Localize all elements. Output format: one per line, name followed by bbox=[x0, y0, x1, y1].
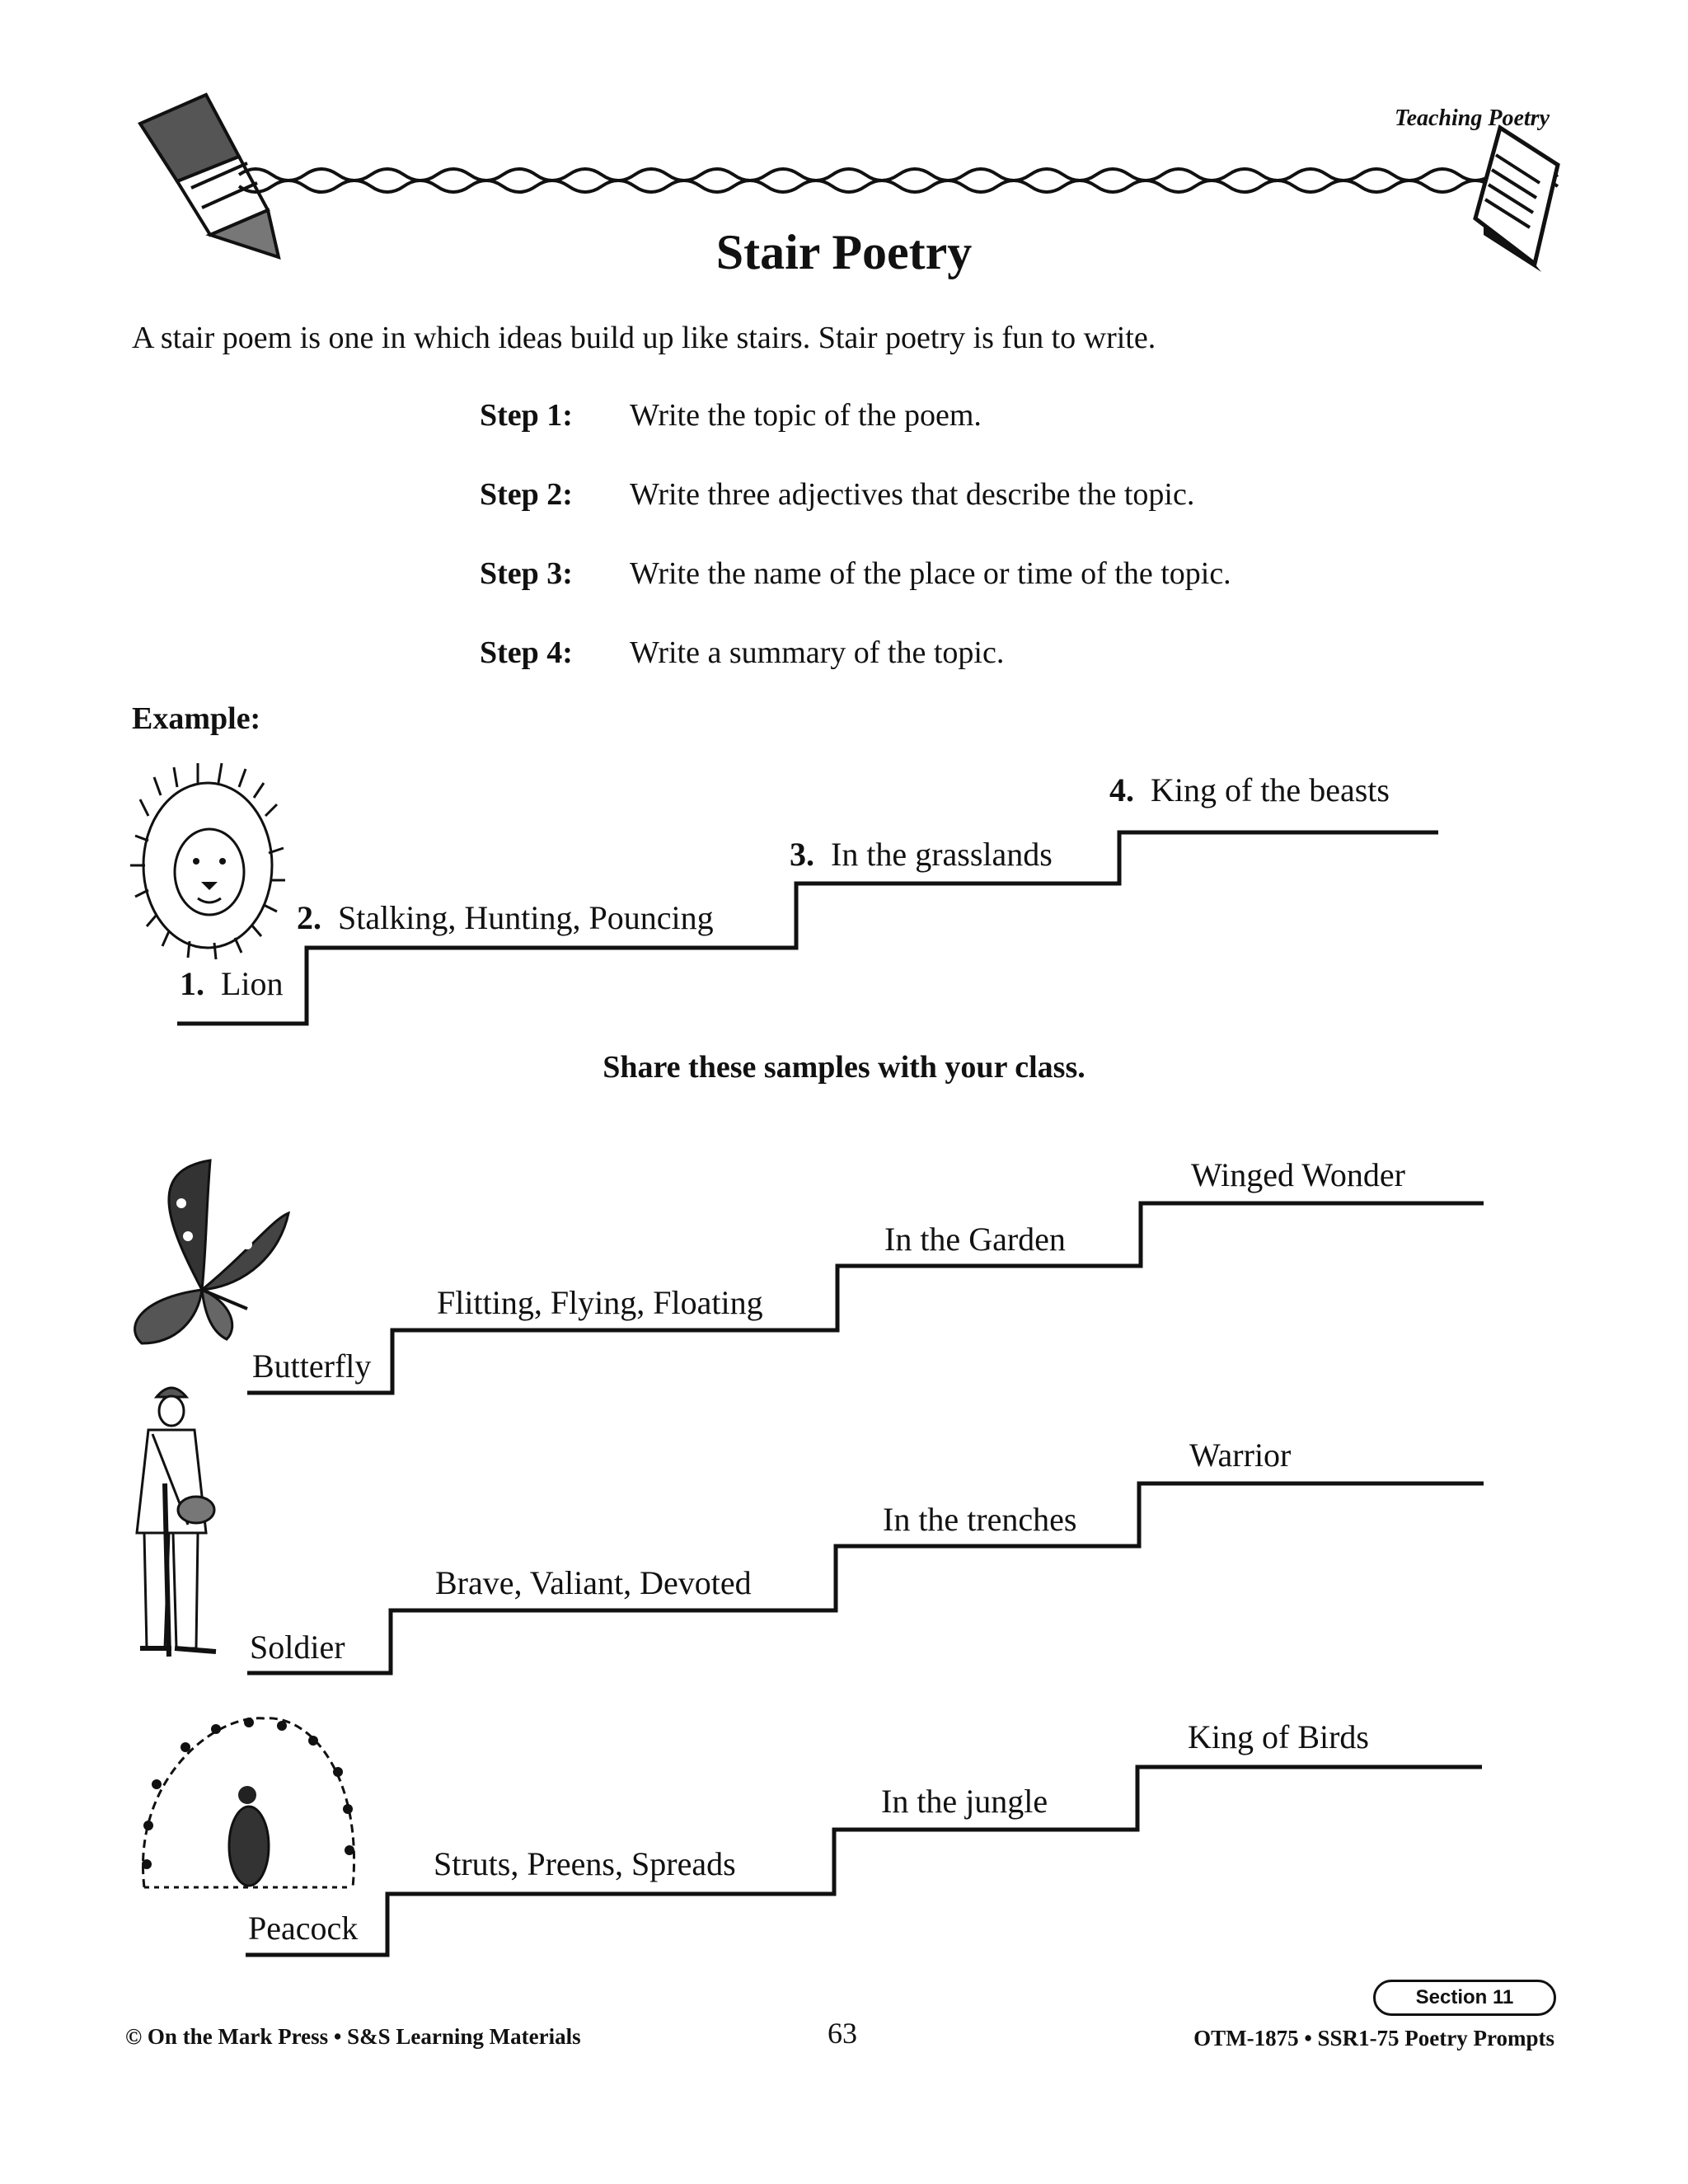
example-step-1: 1. Lion bbox=[180, 965, 284, 1002]
lion-icon bbox=[130, 762, 285, 960]
example-step-4: 4. King of the beasts bbox=[1109, 771, 1390, 808]
intro-text: A stair poem is one in which ideas build… bbox=[132, 321, 1156, 355]
pencil-icon bbox=[138, 92, 281, 260]
soldier-stair-line bbox=[247, 1481, 1484, 1675]
step-1-label: Step 1: bbox=[480, 398, 573, 433]
soldier-icon bbox=[135, 1386, 217, 1657]
step-4-text: Write a summary of the topic. bbox=[630, 635, 1005, 670]
page-number: 63 bbox=[828, 2017, 857, 2050]
example-label: Example: bbox=[132, 701, 261, 736]
step-2-label: Step 2: bbox=[480, 477, 573, 512]
peacock-stair-line bbox=[246, 1765, 1482, 1957]
step-4-label: Step 4: bbox=[480, 635, 573, 670]
sample-butterfly-3: In the Garden bbox=[884, 1221, 1066, 1258]
sample-peacock-2: Struts, Preens, Spreads bbox=[434, 1845, 736, 1882]
sample-soldier-4: Warrior bbox=[1189, 1436, 1292, 1474]
section-badge: Section 11 bbox=[1373, 1980, 1556, 2016]
share-heading: Share these samples with your class. bbox=[603, 1050, 1085, 1085]
sample-butterfly-4: Winged Wonder bbox=[1191, 1156, 1405, 1193]
sample-soldier-1: Soldier bbox=[250, 1629, 345, 1666]
page-title: Stair Poetry bbox=[715, 225, 973, 279]
footer-product-code: OTM-1875 • SSR1-75 Poetry Prompts bbox=[1193, 2026, 1554, 2050]
example-step-2: 2. Stalking, Hunting, Pouncing bbox=[297, 899, 714, 936]
sample-soldier-2: Brave, Valiant, Devoted bbox=[435, 1564, 752, 1601]
example-step-3: 3. In the grasslands bbox=[790, 836, 1053, 873]
step-3-label: Step 3: bbox=[480, 556, 573, 591]
step-1-text: Write the topic of the poem. bbox=[630, 398, 982, 433]
butterfly-stair-line bbox=[247, 1201, 1484, 1395]
sample-butterfly-2: Flitting, Flying, Floating bbox=[437, 1284, 763, 1321]
step-2-text: Write three adjectives that describe the… bbox=[630, 477, 1195, 512]
step-3-text: Write the name of the place or time of t… bbox=[630, 556, 1231, 591]
header-label: Teaching Poetry bbox=[1395, 105, 1550, 131]
sample-peacock-4: King of Birds bbox=[1188, 1718, 1369, 1755]
sample-peacock-1: Peacock bbox=[248, 1910, 359, 1947]
sample-butterfly-1: Butterfly bbox=[252, 1347, 372, 1385]
peacock-icon bbox=[142, 1717, 355, 1889]
sample-peacock-3: In the jungle bbox=[881, 1783, 1048, 1820]
example-stair-line bbox=[177, 830, 1438, 1026]
footer-publisher: © On the Mark Press • S&S Learning Mater… bbox=[125, 2024, 581, 2049]
sample-soldier-3: In the trenches bbox=[883, 1501, 1077, 1538]
butterfly-icon bbox=[134, 1159, 291, 1345]
paper-icon bbox=[1473, 124, 1560, 272]
